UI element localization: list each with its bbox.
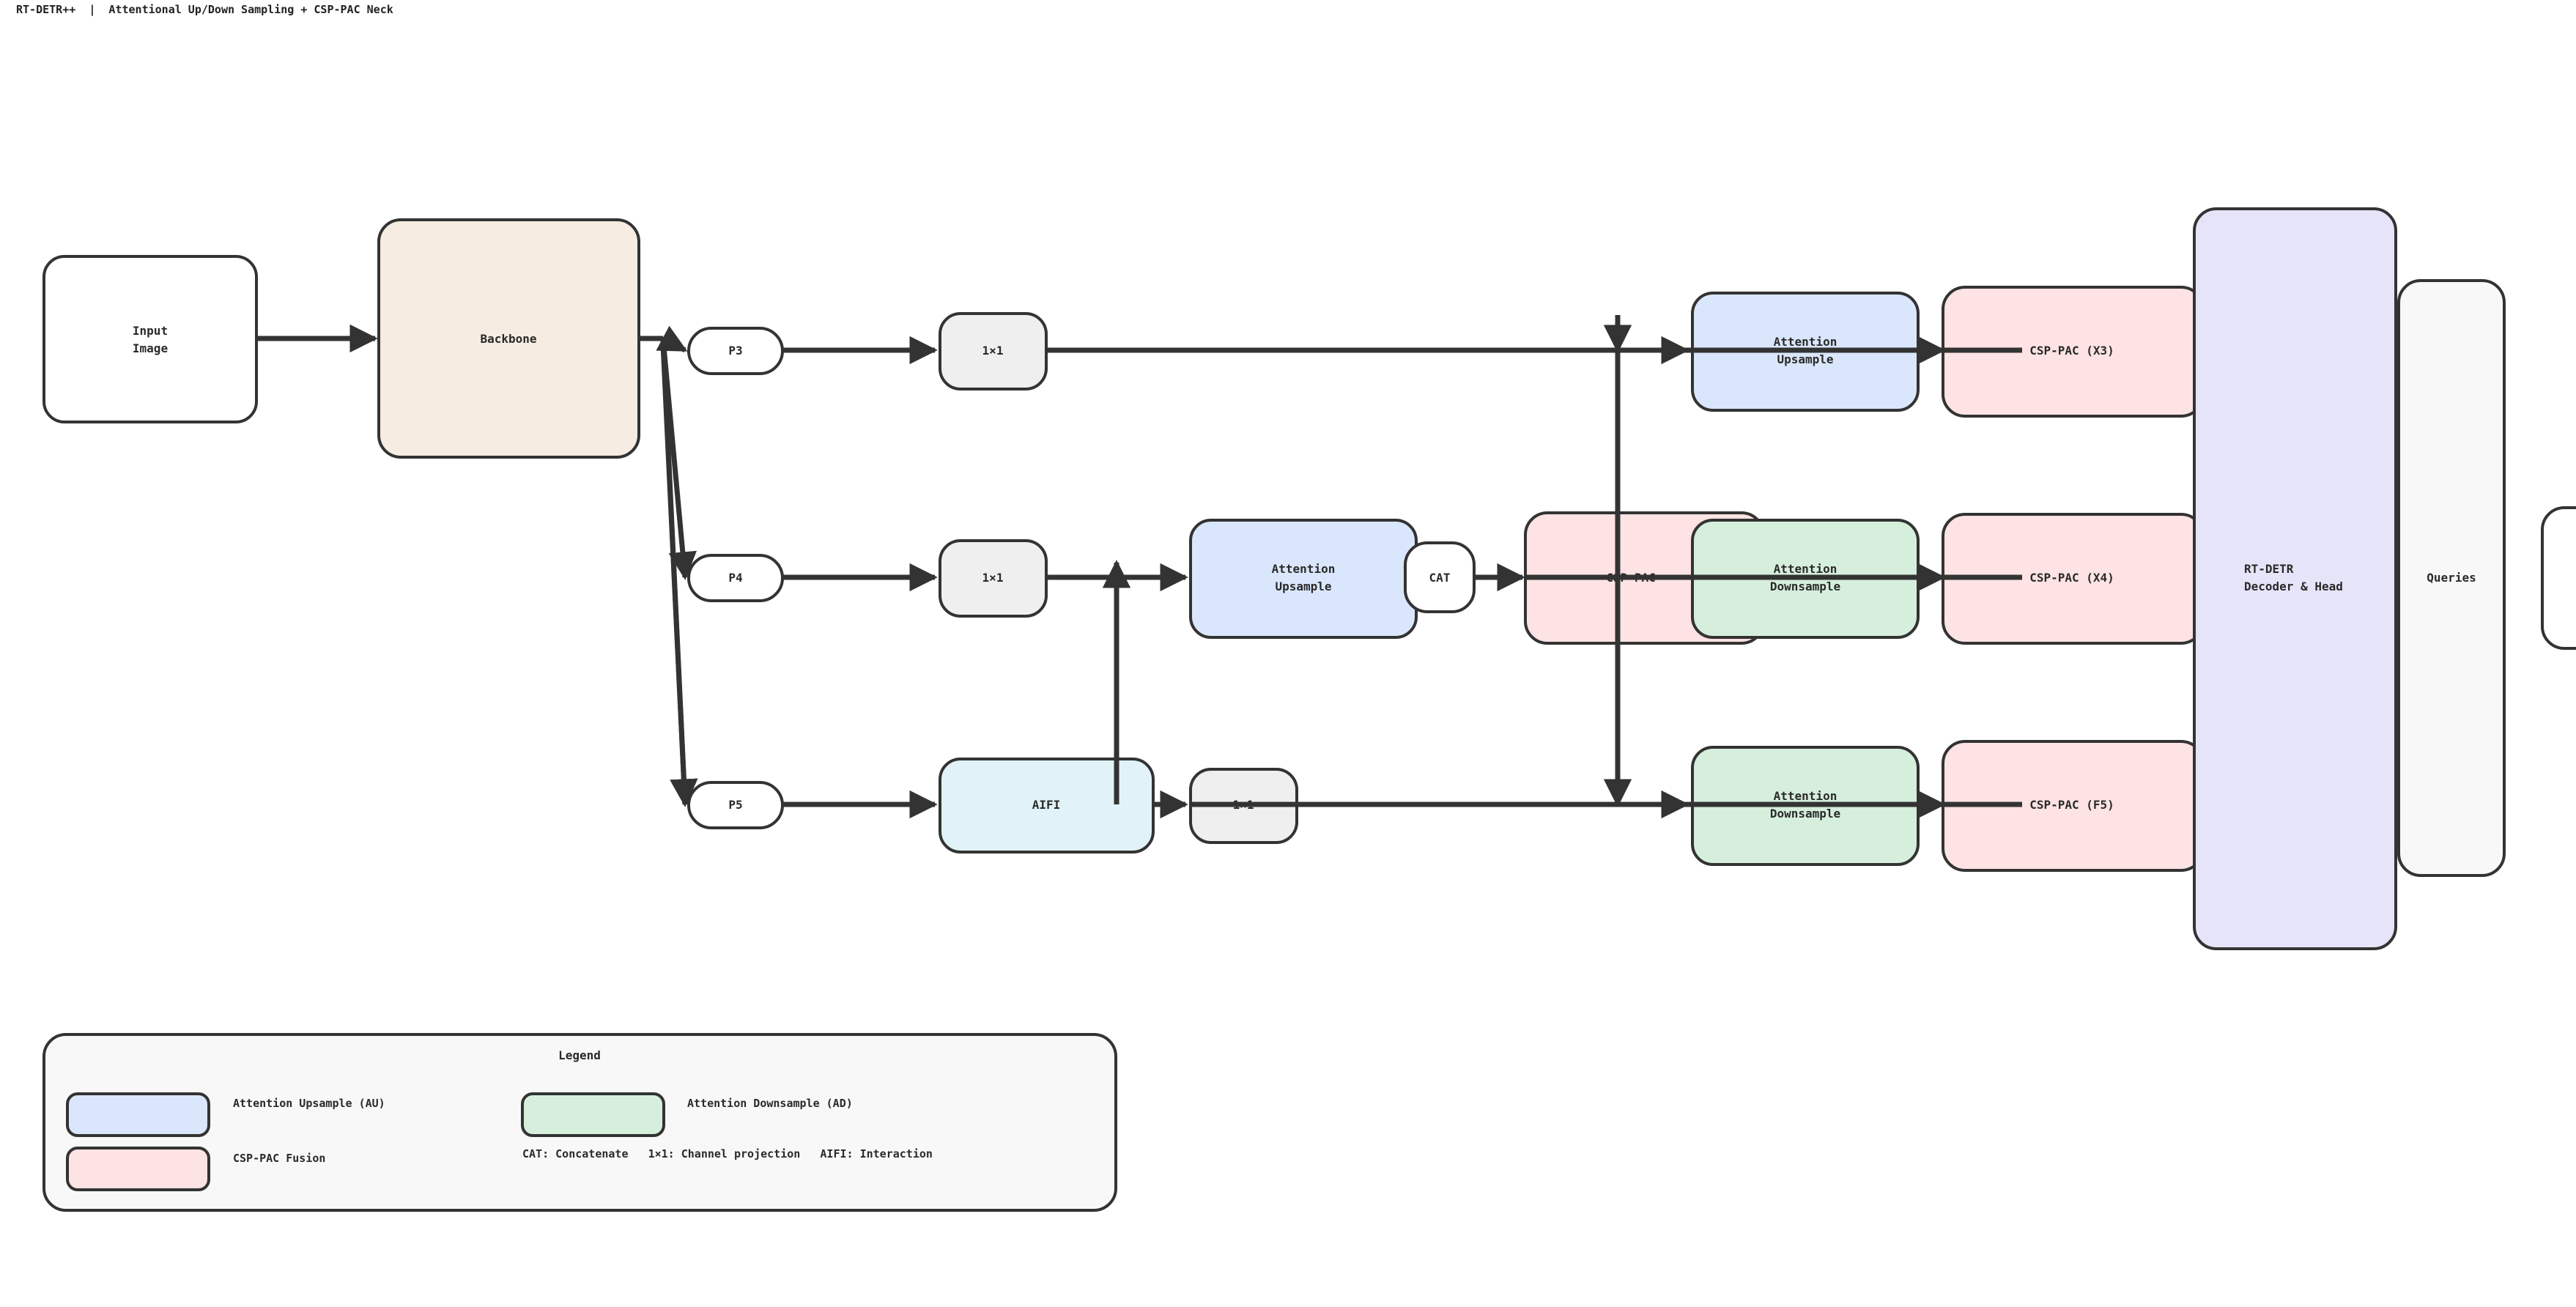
p5-node: P5 xyxy=(687,781,784,829)
decoder-line2: Decoder & Head xyxy=(2244,580,2343,593)
p5-label: P5 xyxy=(728,798,742,812)
au-p3-line1: Attention xyxy=(1774,335,1837,349)
p3-label: P3 xyxy=(728,344,742,358)
aifi-node: AIFI xyxy=(939,758,1155,854)
ad-p4-line2: Downsample xyxy=(1770,580,1840,593)
p4-node: P4 xyxy=(687,554,784,602)
decoder-node: RT-DETR Decoder & Head xyxy=(2193,207,2397,950)
queries-node: Queries xyxy=(2397,279,2506,877)
legend-swatch-au xyxy=(66,1092,210,1137)
backbone-label: Backbone xyxy=(480,332,536,346)
csp-pac-x4-node: CSP-PAC (X4) xyxy=(1942,513,2205,645)
legend-csp-label: CSP-PAC Fusion xyxy=(233,1152,325,1165)
ad-p5-line1: Attention xyxy=(1774,789,1837,803)
legend-abbreviations: CAT: Concatenate 1×1: Channel projection… xyxy=(522,1147,933,1160)
backbone-node: Backbone xyxy=(377,218,640,459)
legend: Legend Attention Upsample (AU) Attention… xyxy=(42,1033,1117,1212)
queries-label: Queries xyxy=(2427,571,2476,585)
input-label-line1: Input xyxy=(133,324,168,338)
csp-x5-label: CSP-PAC (F5) xyxy=(2029,798,2114,812)
attention-upsample-p4-node: Attention Upsample xyxy=(1189,519,1418,639)
input-label-line2: Image xyxy=(133,341,168,355)
output-box-partial xyxy=(2541,506,2576,650)
conv-p3-label: 1×1 xyxy=(982,344,1004,358)
legend-swatch-ad xyxy=(521,1092,665,1137)
aifi-label: AIFI xyxy=(1032,798,1061,812)
cat-node: CAT xyxy=(1404,541,1476,613)
decoder-line1: RT-DETR xyxy=(2244,562,2294,576)
page-title: RT-DETR++ | Attentional Up/Down Sampling… xyxy=(16,3,393,16)
ad-p4-line1: Attention xyxy=(1774,562,1837,576)
p3-node: P3 xyxy=(687,327,784,375)
conv-p3-node: 1×1 xyxy=(939,312,1048,390)
edge-backbone-p3 xyxy=(656,325,688,353)
cat-label: CAT xyxy=(1429,571,1451,585)
au-p4-line1: Attention xyxy=(1272,562,1336,576)
conv-p4-label: 1×1 xyxy=(982,571,1004,585)
edge-backbone-p5-b xyxy=(660,344,688,805)
csp-pac-x3-node: CSP-PAC (X3) xyxy=(1942,286,2205,418)
ad-p5-line2: Downsample xyxy=(1770,807,1840,821)
legend-au-label: Attention Upsample (AU) xyxy=(233,1097,385,1110)
conv-p4-node: 1×1 xyxy=(939,539,1048,618)
legend-title: Legend xyxy=(558,1048,601,1062)
p4-label: P4 xyxy=(728,571,742,585)
au-p3-line2: Upsample xyxy=(1777,352,1833,366)
au-p4-line2: Upsample xyxy=(1275,580,1331,593)
legend-swatch-csp xyxy=(66,1147,210,1191)
legend-ad-label: Attention Downsample (AD) xyxy=(687,1097,853,1110)
input-image-node: Input Image xyxy=(42,255,258,423)
csp-x3-label: CSP-PAC (X3) xyxy=(2029,344,2114,358)
csp-x4-label: CSP-PAC (X4) xyxy=(2029,571,2114,585)
